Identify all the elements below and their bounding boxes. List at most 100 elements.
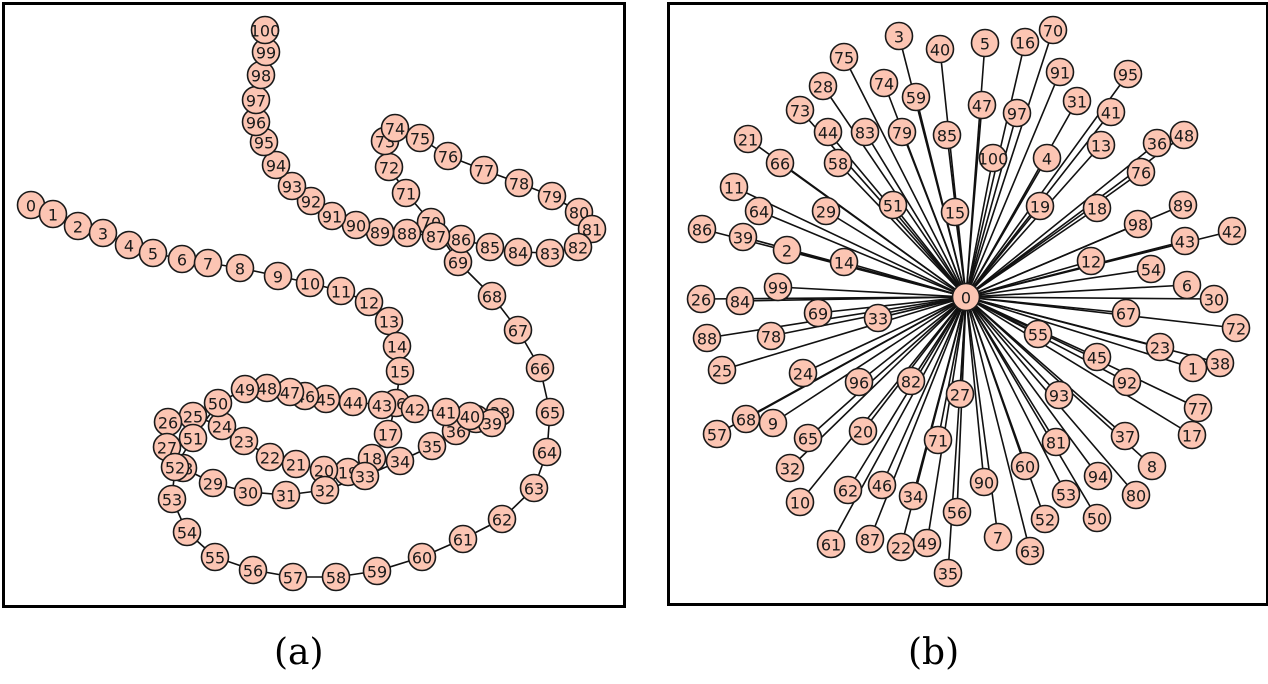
star-node-23-label: 23: [1150, 339, 1170, 358]
star-node-89-circle: [1168, 190, 1198, 220]
path-node-21-label: 21: [286, 456, 306, 475]
star-node-90-circle: [969, 467, 999, 497]
star-node-92-label: 92: [1117, 374, 1137, 393]
path-node-44-label: 44: [343, 394, 363, 413]
star-node-48: 48: [1169, 120, 1199, 150]
star-node-10-circle: [785, 487, 815, 517]
star-node-26-circle: [686, 284, 716, 314]
star-node-60: 60: [1010, 451, 1040, 481]
path-node-65-circle: [535, 397, 565, 427]
star-node-72: 72: [1221, 313, 1251, 343]
path-node-41: 41: [431, 397, 461, 427]
path-node-74-label: 74: [385, 120, 405, 139]
star-node-58-label: 58: [828, 155, 848, 174]
path-node-10: 10: [295, 268, 325, 298]
star-node-31-circle: [1062, 86, 1092, 116]
star-node-77-circle: [1183, 393, 1213, 423]
path-node-75-label: 75: [410, 130, 430, 149]
star-node-36-circle: [1142, 128, 1172, 158]
star-node-63-circle: [1015, 536, 1045, 566]
path-node-60: 60: [407, 542, 437, 572]
star-edge: [965, 100, 1078, 298]
star-node-1-label: 1: [1188, 360, 1198, 379]
path-node-36-label: 36: [446, 423, 466, 442]
path-node-56-circle: [238, 555, 268, 585]
star-edge: [965, 268, 1152, 298]
star-node-13-circle: [1086, 130, 1116, 160]
star-node-89: 89: [1168, 190, 1198, 220]
path-node-54: 54: [172, 517, 202, 547]
star-edge: [965, 112, 1018, 298]
path-node-64: 64: [532, 437, 562, 467]
path-node-78-label: 78: [509, 175, 529, 194]
path-node-11-label: 11: [331, 283, 351, 302]
star-node-6-label: 6: [1182, 277, 1192, 296]
star-node-14-label: 14: [834, 254, 854, 273]
path-node-17-label: 17: [378, 426, 398, 445]
path-node-76: 76: [433, 141, 463, 171]
path-node-93: 93: [277, 171, 307, 201]
path-node-24: 24: [207, 411, 237, 441]
star-node-40-label: 40: [930, 41, 950, 60]
star-node-11-circle: [719, 172, 749, 202]
star-edge: [965, 296, 1098, 519]
star-node-78-label: 78: [761, 328, 781, 347]
star-node-65: 65: [793, 423, 823, 453]
path-node-87: 87: [421, 221, 451, 251]
star-node-43-circle: [1170, 226, 1200, 256]
star-node-100-label: 100: [978, 150, 1009, 169]
star-node-92: 92: [1112, 367, 1142, 397]
star-node-59-label: 59: [906, 89, 926, 108]
star-edge: [706, 296, 967, 339]
path-node-54-label: 54: [177, 524, 197, 543]
path-node-22: 22: [255, 442, 285, 472]
path-node-30-circle: [233, 477, 263, 507]
path-node-67-circle: [503, 315, 533, 345]
path-node-49-label: 49: [235, 381, 255, 400]
path-node-61: 61: [448, 524, 478, 554]
star-node-7: 7: [983, 522, 1013, 552]
path-node-22-circle: [255, 442, 285, 472]
star-node-83-circle: [850, 117, 880, 147]
star-node-38-circle: [1205, 348, 1235, 378]
path-node-47-label: 47: [280, 384, 300, 403]
star-node-12: 12: [1076, 246, 1106, 276]
path-node-96: 96: [241, 107, 271, 137]
star-node-56-circle: [942, 497, 972, 527]
star-node-49-circle: [912, 528, 942, 558]
path-node-34: 34: [385, 446, 415, 476]
star-node-45-circle: [1082, 342, 1112, 372]
path-node-64-label: 64: [537, 444, 557, 463]
star-node-45-label: 45: [1087, 349, 1107, 368]
path-node-90: 90: [341, 210, 371, 240]
star-node-33: 33: [863, 303, 893, 333]
star-node-34: 34: [898, 481, 928, 511]
star-node-75: 75: [829, 42, 859, 72]
path-node-34-label: 34: [390, 453, 410, 472]
path-node-84-circle: [503, 237, 533, 267]
star-node-33-label: 33: [868, 310, 888, 329]
star-edge: [947, 296, 967, 574]
star-node-94: 94: [1083, 461, 1113, 491]
path-node-5-circle: [138, 238, 168, 268]
star-node-50-circle: [1082, 503, 1112, 533]
path-node-33-circle: [350, 461, 380, 491]
star-node-50: 50: [1082, 503, 1112, 533]
star-edge: [965, 284, 1188, 298]
path-node-9: 9: [263, 261, 293, 291]
path-node-55-circle: [200, 542, 230, 572]
star-node-15: 15: [940, 197, 970, 227]
star-node-42-label: 42: [1222, 223, 1242, 242]
star-node-93: 93: [1044, 380, 1074, 410]
path-node-76-label: 76: [438, 148, 458, 167]
star-node-49: 49: [912, 528, 942, 558]
path-node-60-circle: [407, 542, 437, 572]
star-edge: [802, 296, 967, 374]
star-edge: [864, 131, 967, 298]
star-node-15-circle: [940, 197, 970, 227]
star-edge: [965, 296, 1215, 300]
path-node-11-circle: [326, 276, 356, 306]
path-node-59: 59: [362, 556, 392, 586]
path-node-62-circle: [487, 504, 517, 534]
star-node-82-label: 82: [901, 373, 921, 392]
